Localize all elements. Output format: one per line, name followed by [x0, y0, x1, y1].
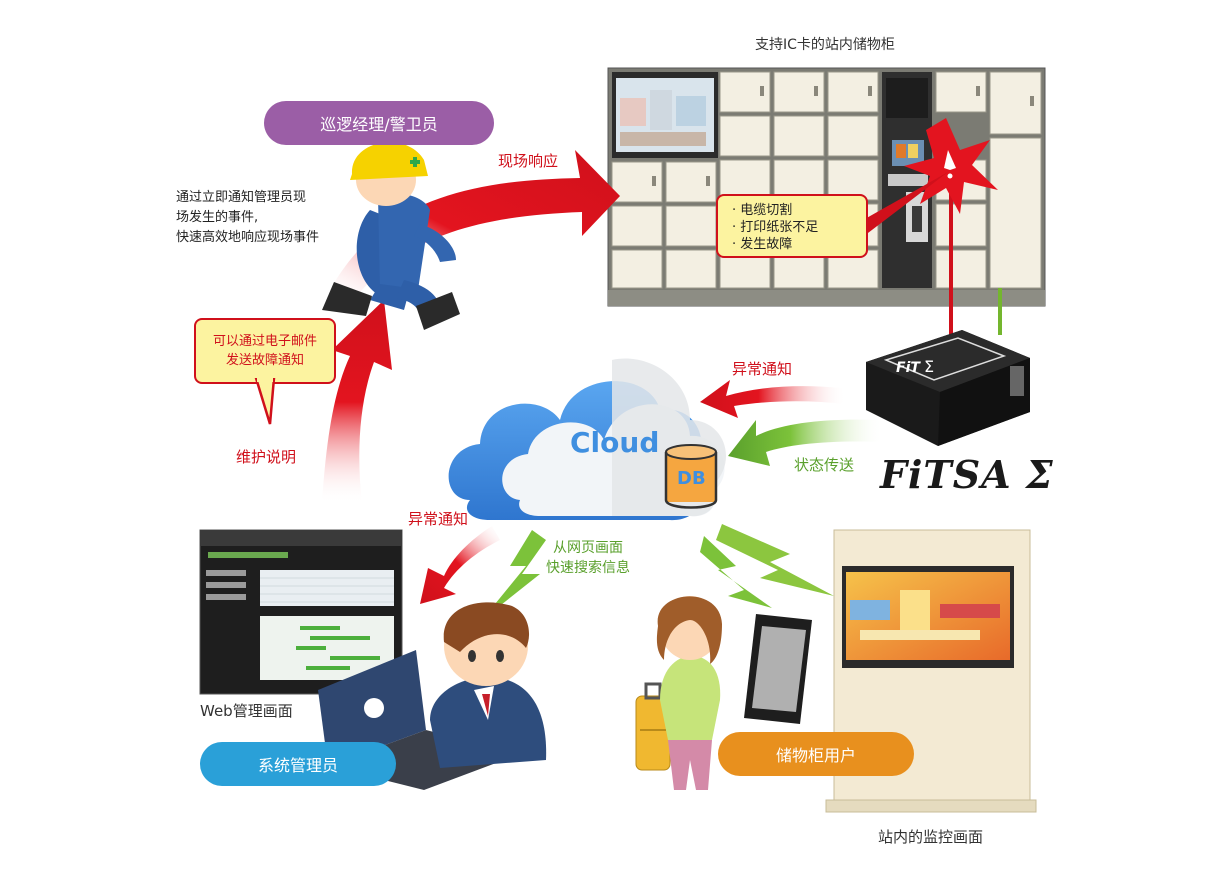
monitor-caption: 站内的监控画面	[878, 828, 984, 846]
bubble-tail	[254, 378, 276, 425]
maintenance-label: 维护说明	[236, 448, 297, 466]
abnormal-notice-left-label: 异常通知	[408, 510, 469, 528]
web-admin-screen	[199, 529, 403, 695]
patrol-guard	[322, 142, 460, 330]
status-transfer-label: 状态传送	[794, 456, 855, 474]
locker-title: 支持IC卡的站内储物柜	[755, 37, 895, 53]
database-icon	[664, 444, 718, 509]
hardhat-icon	[350, 142, 428, 180]
onsite-response-label: 现场响应	[498, 152, 559, 170]
fitsa-brand-logo: FiTSA Σ	[880, 452, 1054, 497]
fault-list-callout: · 电缆切割 · 打印纸张不足 · 发生故障	[716, 194, 868, 258]
admin-person	[430, 602, 547, 768]
locker-user-pill: 储物柜用户	[718, 732, 914, 776]
fitsa-device: FiT Σ	[866, 330, 1030, 446]
email-notification-bubble: 可以通过电子邮件 发送故障通知	[194, 318, 336, 384]
cloud-label: Cloud	[570, 426, 660, 459]
cloud-icon	[448, 358, 727, 521]
warning-flash-icon	[904, 118, 998, 214]
patrol-manager-pill: 巡逻经理/警卫员	[264, 101, 494, 145]
svg-text:Σ: Σ	[924, 357, 934, 376]
svg-text:FiT: FiT	[896, 360, 921, 376]
web-admin-screen-caption: Web管理画面	[200, 702, 293, 720]
system-admin-pill: 系统管理员	[200, 742, 396, 786]
abnormal-notice-right-label: 异常通知	[732, 360, 793, 378]
locker-user-person	[656, 596, 722, 790]
locker-bank	[607, 67, 1046, 307]
patrol-note: 通过立即通知管理员现 场发生的事件, 快速高效地响应现场事件	[176, 190, 320, 245]
web-search-label: 从网页画面 快速搜索信息	[546, 540, 630, 576]
smartphone-icon	[744, 614, 812, 724]
db-label: DB	[677, 468, 706, 489]
